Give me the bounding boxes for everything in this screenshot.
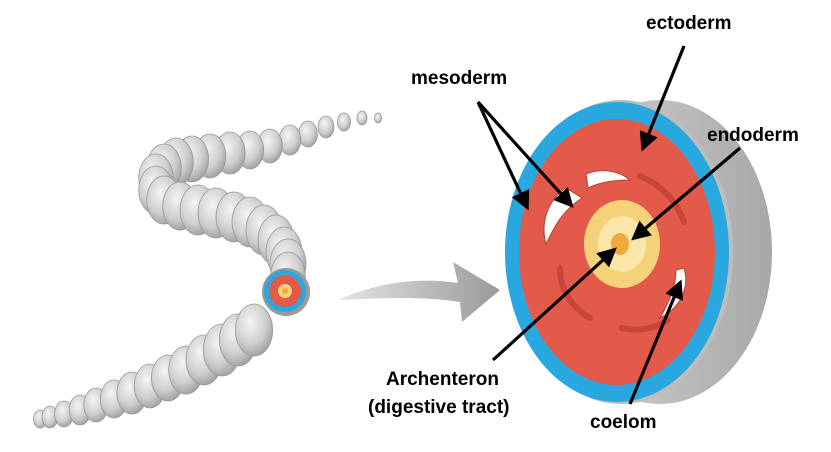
worm-segment	[317, 115, 335, 139]
pointer-lines	[476, 45, 742, 405]
endoderm-pointer	[631, 146, 742, 241]
worm	[33, 110, 382, 429]
label-digestive-tract: (digestive tract)	[368, 397, 509, 418]
worm-segment	[234, 303, 274, 357]
worm-segment	[373, 112, 382, 124]
label-endoderm: endoderm	[707, 125, 799, 146]
mesoderm-pointer-1	[476, 101, 530, 211]
worm-segment	[356, 110, 368, 126]
label-mesoderm: mesoderm	[411, 68, 507, 89]
worm-cross-section-small	[262, 268, 310, 316]
label-archenteron: Archenteron	[386, 369, 499, 390]
archenteron-pointer	[491, 247, 617, 362]
mesoderm-pointer-2	[476, 100, 574, 208]
coelom-cavity-upper	[585, 170, 632, 189]
worm-segment	[298, 120, 318, 148]
label-coelom: coelom	[590, 412, 657, 433]
worm-segment	[337, 112, 351, 132]
coelom-pointer	[628, 279, 684, 405]
worm-segment	[278, 124, 302, 156]
label-ectoderm: ectoderm	[646, 13, 732, 34]
zoom-arrow	[338, 262, 500, 322]
ectoderm-pointer	[639, 45, 686, 152]
